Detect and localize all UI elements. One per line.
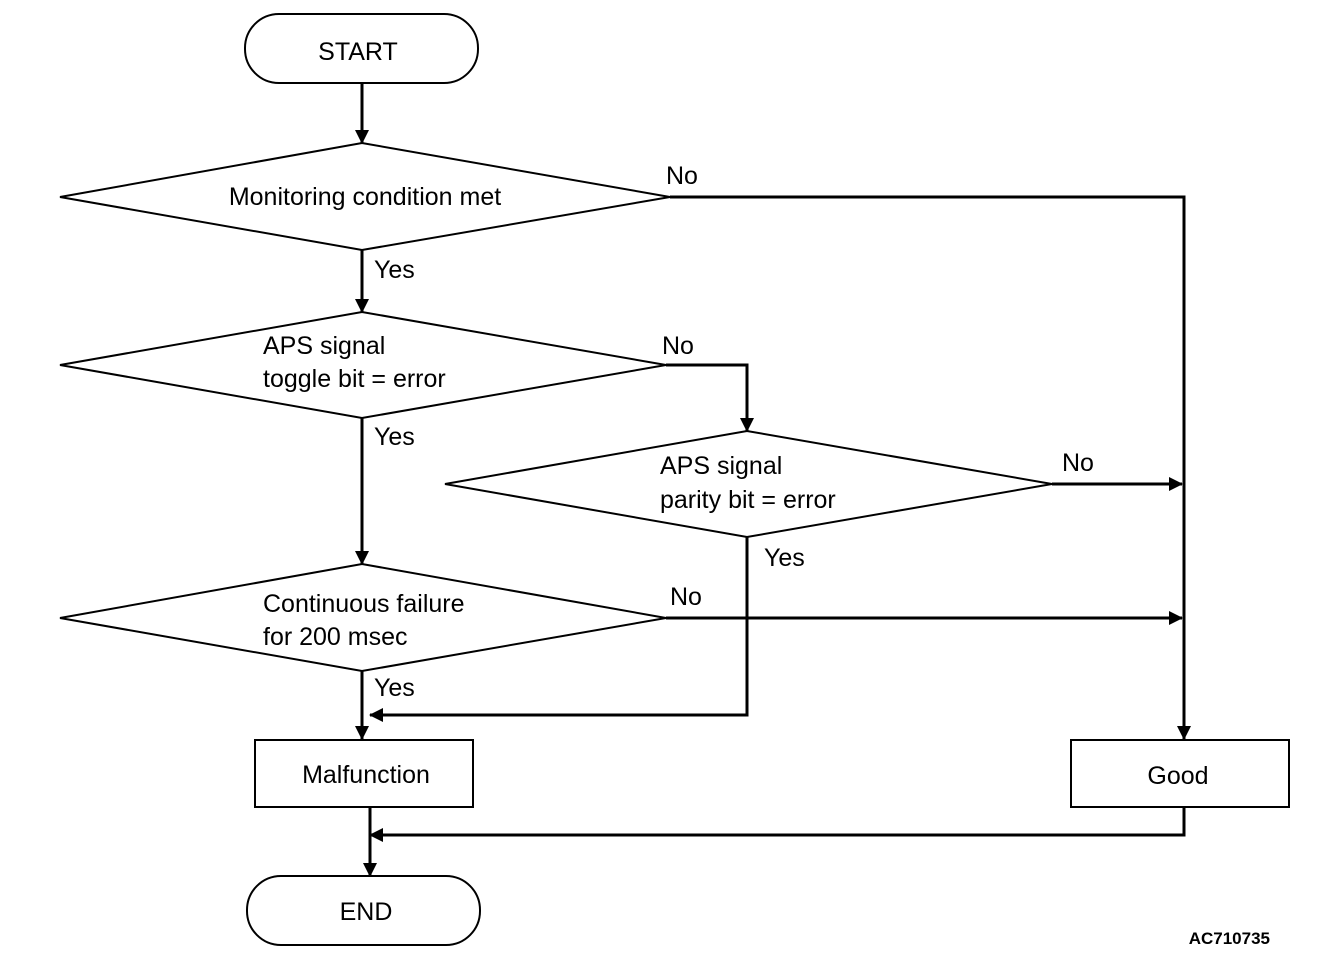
- good-box: [1070, 739, 1290, 808]
- good-label: Good: [1147, 762, 1208, 790]
- toggle-yes-label: Yes: [374, 423, 415, 451]
- parity-yes-label: Yes: [764, 544, 805, 572]
- continuous-yes-label: Yes: [374, 674, 415, 702]
- aps-toggle-line-2: toggle bit = error: [263, 365, 446, 393]
- continuous-line-2: for 200 msec: [263, 623, 408, 651]
- aps-toggle-line-1: APS signal: [263, 332, 385, 360]
- aps-parity-line-1: APS signal: [660, 452, 782, 480]
- malfunction-box: [254, 739, 474, 808]
- end-terminator: [246, 875, 481, 946]
- monitoring-label: Monitoring condition met: [229, 183, 501, 211]
- monitoring-no-label: No: [666, 162, 698, 190]
- toggle-no-label: No: [662, 332, 694, 360]
- end-label: END: [340, 898, 393, 926]
- continuous-no-label: No: [670, 583, 702, 611]
- start-label: START: [318, 38, 398, 66]
- malfunction-label: Malfunction: [302, 761, 430, 789]
- parity-no-label: No: [1062, 449, 1094, 477]
- edge-toggle-no: [666, 363, 754, 432]
- edge-good-to-end: [369, 807, 1186, 842]
- monitoring-yes-label: Yes: [374, 256, 415, 284]
- edge-parity-yes: [369, 537, 749, 722]
- edge-monitoring-no: [670, 195, 1191, 740]
- aps-parity-decision: [444, 429, 1053, 539]
- figure-id: AC710735: [1189, 929, 1270, 948]
- continuous-line-1: Continuous failure: [263, 590, 465, 618]
- aps-parity-line-2: parity bit = error: [660, 486, 836, 514]
